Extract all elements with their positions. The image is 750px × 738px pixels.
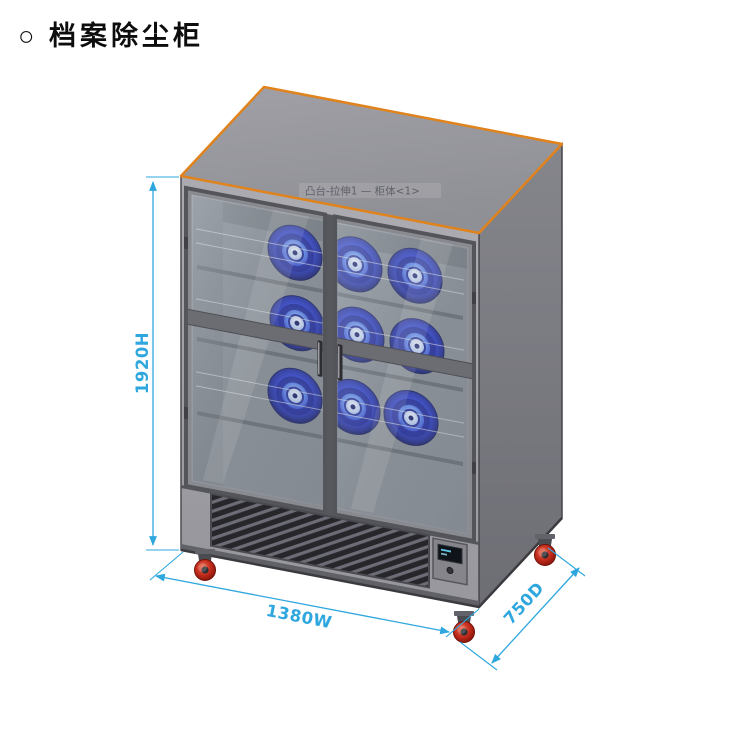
hinge	[184, 236, 188, 250]
hinge	[472, 461, 476, 475]
height-dimension-label: 1920H	[133, 332, 152, 394]
dim-extension-line	[547, 547, 586, 577]
hinge	[184, 406, 188, 420]
cad-watermark: 凸台-拉伸1 — 柜体<1>	[299, 183, 441, 198]
door-center-stile	[325, 214, 335, 515]
dim-line	[154, 573, 451, 635]
dim-extension-line	[459, 641, 498, 671]
cabinet-bottom-edge	[180, 517, 563, 609]
glass-sheen	[203, 209, 309, 485]
width-dimension-label: 1380W	[265, 601, 334, 632]
ventilation-grille	[210, 492, 430, 589]
handle-highlight	[318, 342, 320, 375]
handle-highlight	[338, 346, 340, 379]
dim-extension-line	[445, 608, 480, 638]
caster-wheel	[194, 548, 216, 581]
cad-watermark-label: 凸台-拉伸1 — 柜体<1>	[305, 185, 420, 198]
page-title: ○ 档案除尘柜	[18, 21, 205, 51]
depth-dimension-label: 750D	[500, 578, 548, 628]
dim-line	[491, 567, 580, 664]
display-readout	[441, 548, 451, 553]
cabinet: 凸台-拉伸1 — 柜体<1>	[179, 85, 564, 643]
cabinet-front-face	[180, 175, 480, 608]
cabinet-top-face	[179, 85, 564, 235]
hinge	[472, 291, 476, 305]
caster-wheel	[534, 533, 556, 566]
control-display[interactable]	[437, 543, 463, 565]
dim-extension-line	[149, 551, 184, 581]
glass-sheen	[351, 237, 453, 513]
display-readout	[441, 552, 447, 556]
power-button[interactable]	[446, 566, 454, 575]
watermark-highlight	[299, 183, 441, 198]
height-dimension: 1920H	[133, 176, 179, 551]
